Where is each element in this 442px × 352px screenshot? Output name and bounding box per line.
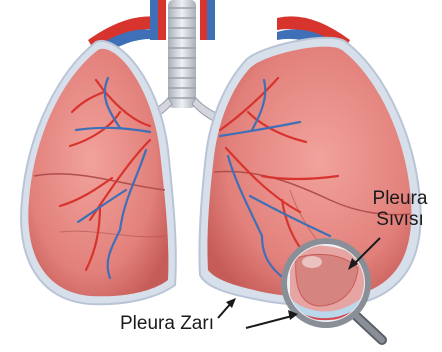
left-lung xyxy=(21,41,176,304)
pleural-fluid-label: Pleura Sıvısı xyxy=(368,188,432,230)
arrow-membrane-lower xyxy=(246,316,292,328)
pleural-membrane-label: Pleura Zarı xyxy=(120,313,214,334)
pleural-fluid-label-line2: Sıvısı xyxy=(368,209,432,230)
pleural-fluid-label-line1: Pleura xyxy=(368,188,432,209)
